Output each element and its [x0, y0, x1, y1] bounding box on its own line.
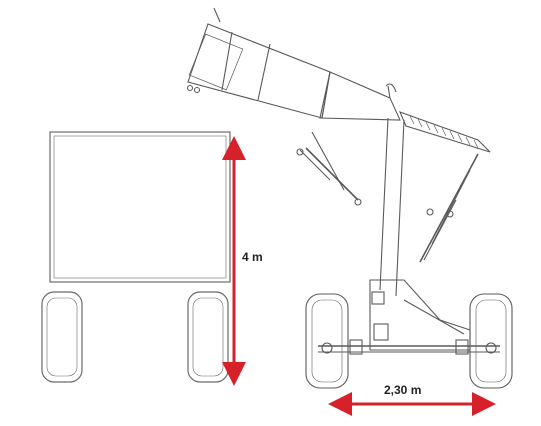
right-wheel: [187, 291, 229, 383]
height-label: 4 m: [242, 250, 263, 264]
ribbed-hopper: [398, 111, 491, 153]
rear-view: [41, 131, 231, 383]
boom-bin: [187, 23, 331, 119]
right-side-wheel: [469, 293, 513, 389]
left-side-wheel: [305, 293, 349, 389]
left-wheel: [41, 291, 83, 383]
cargo-box: [49, 131, 231, 283]
side-view: [186, 7, 513, 389]
width-label: 2,30 m: [384, 383, 422, 397]
